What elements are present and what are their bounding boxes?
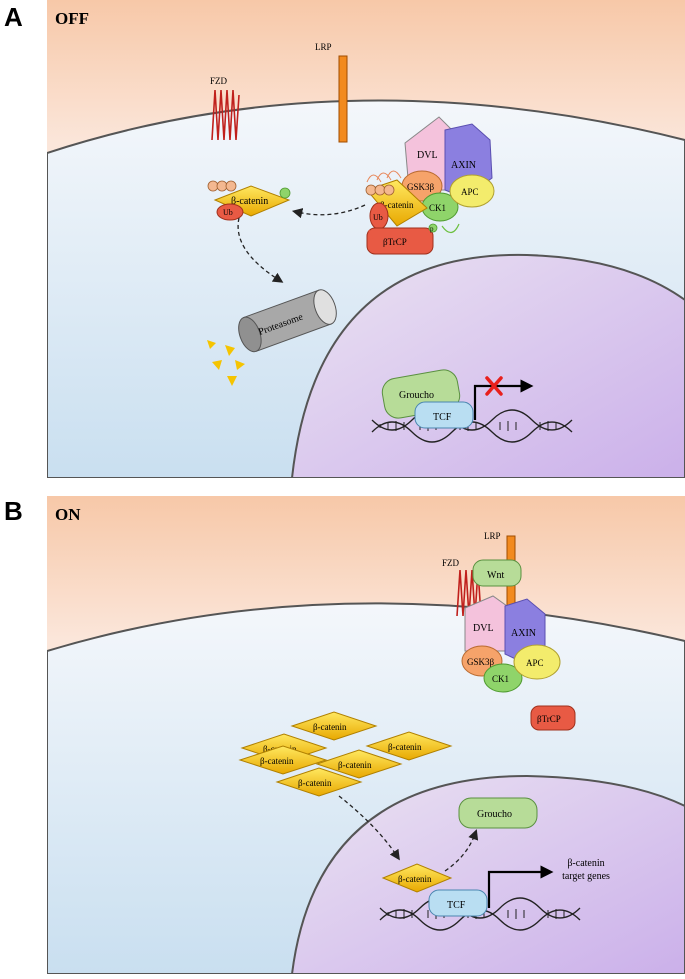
bcat-1-label: β-catenin [313, 722, 347, 732]
ck1-label: CK1 [492, 674, 509, 684]
groucho-label: Groucho [399, 390, 434, 401]
bcat-free-phospho-ck1 [279, 187, 291, 199]
state-label: OFF [55, 9, 89, 28]
ub-arrow [368, 229, 382, 243]
dvl-label: DVL [473, 623, 494, 634]
dvl-label: DVL [417, 150, 438, 161]
bcat-6-label: β-catenin [298, 778, 332, 788]
proteasome: Proteasome [238, 289, 337, 353]
apc-label: APC [526, 658, 544, 668]
ck1-arrow [441, 223, 460, 234]
fzd-label: FZD [442, 558, 460, 568]
bcat-4-label: β-catenin [338, 760, 372, 770]
panel-b-letter: B [4, 496, 23, 526]
bcat-5-label: β-catenin [260, 756, 294, 766]
groucho-shape [458, 797, 538, 829]
state-label: ON [55, 505, 81, 524]
apc-label: APC [461, 187, 479, 197]
bcat-free-phospho-1 [207, 180, 219, 192]
apc-shape [449, 174, 495, 208]
panel-b: ON LRP FZD Wnt DVL AXIN GSK3β CK1 APC βT… [46, 496, 685, 975]
bcat-6 [275, 767, 363, 797]
bcat-free-phospho-2 [216, 180, 228, 192]
phospho-label: p [430, 225, 434, 233]
fragment-1 [225, 345, 235, 356]
phospho-2 [374, 184, 386, 196]
apc-shape [513, 644, 561, 680]
lrp-label: LRP [315, 42, 332, 52]
bcat-nuclear-label: β-catenin [398, 874, 432, 884]
panel-a-diagram: OFF FZD LRP DVL AXIN GSK3β CK1 APC β-cat… [46, 0, 685, 479]
nuclear-import-arrow [338, 795, 400, 861]
target-genes-line1: β-catenin [567, 858, 604, 869]
bcat-4 [315, 749, 403, 779]
bcat-5 [238, 745, 328, 775]
panel-a: OFF FZD LRP DVL AXIN GSK3β CK1 APC β-cat… [46, 0, 685, 479]
axin-label: AXIN [511, 628, 536, 639]
release-arrow [291, 204, 366, 219]
bcat-free-label: β-catenin [231, 196, 268, 207]
btrcp-label: βTrCP [383, 237, 407, 247]
ck1-label: CK1 [429, 203, 446, 213]
fragment-2 [212, 360, 222, 370]
transcription-arrow [473, 379, 534, 420]
groucho-release-arrow [444, 829, 479, 872]
panel-b-diagram: ON LRP FZD Wnt DVL AXIN GSK3β CK1 APC βT… [46, 496, 685, 975]
lrp-label: LRP [484, 531, 501, 541]
bcat-3 [365, 731, 453, 761]
tcf-label: TCF [433, 412, 452, 423]
btrcp-shape [366, 227, 434, 255]
fragment-5 [207, 340, 216, 349]
ub-free-shape [216, 203, 244, 221]
groucho-label: Groucho [477, 809, 512, 820]
tcf-label: TCF [447, 900, 466, 911]
bcat-1 [290, 711, 378, 741]
tcf-shape [428, 889, 488, 917]
fzd-label: FZD [210, 76, 228, 86]
target-genes-line2: target genes [562, 871, 610, 882]
fragment-3 [235, 360, 245, 370]
wnt-label: Wnt [487, 570, 504, 581]
gsk3b-label: GSK3β [467, 657, 495, 667]
btrcp-shape [530, 705, 576, 731]
ub-free-label: Ub [223, 208, 233, 217]
bcat-free-phospho-3 [225, 180, 237, 192]
tcf-shape [414, 401, 474, 429]
phospho-3 [383, 184, 395, 196]
phosphorylation-arrows [366, 170, 402, 183]
wnt-shape [472, 559, 522, 587]
ck1-shape [483, 663, 523, 693]
transcription-arrow [487, 865, 554, 908]
phospho-1 [365, 184, 377, 196]
btrcp-label: βTrCP [537, 714, 561, 724]
bcat-nuclear-shape [381, 863, 453, 893]
panel-a-letter: A [4, 2, 23, 32]
bcat-3-label: β-catenin [388, 742, 422, 752]
block-x-icon [485, 376, 503, 396]
gsk3b-label: GSK3β [407, 182, 435, 192]
axin-label: AXIN [451, 160, 476, 171]
ub-complex-label: Ub [373, 213, 383, 222]
bcat-cluster: β-catenin β-catenin β-catenin β-catenin … [238, 711, 453, 797]
fragment-4 [227, 376, 237, 386]
bcat-complex-label: β-catenin [380, 200, 414, 210]
lrp-receptor [338, 55, 348, 143]
fzd-receptor [211, 89, 240, 141]
phospho-ck1 [428, 223, 438, 233]
